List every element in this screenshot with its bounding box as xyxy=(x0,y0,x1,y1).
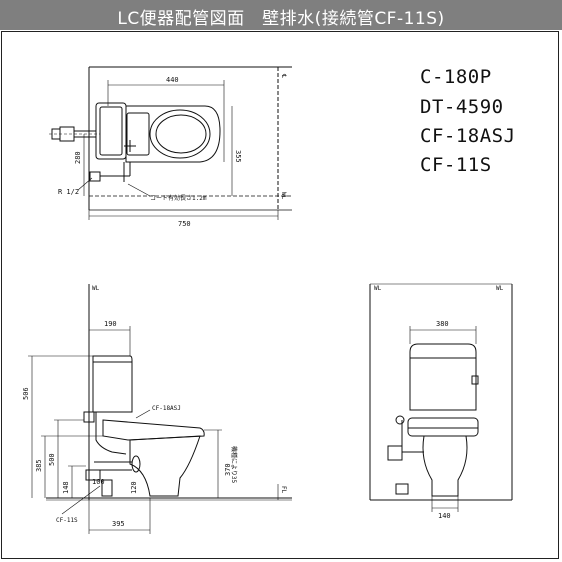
side-label-wall: WL xyxy=(92,285,100,292)
plan-label-cord: コード有効長さ1.2m xyxy=(150,194,207,202)
page-title: LC便器配管図面 壁排水(接続管CF-11S) xyxy=(117,9,445,29)
model-toilet: C-180P xyxy=(420,66,492,88)
plan-view xyxy=(49,66,292,220)
front-dim-width: 380 xyxy=(436,320,449,328)
front-dim-base: 140 xyxy=(438,512,451,520)
plan-dim-total: 750 xyxy=(178,220,191,228)
side-label-pipe: CF-11S xyxy=(56,517,78,524)
side-dim-tank-height: 506 xyxy=(22,387,30,400)
side-dim-rim: 370 xyxy=(224,463,232,476)
side-dim-tank-offset: 190 xyxy=(104,320,117,328)
plan-dim-width: 440 xyxy=(166,76,179,84)
plan-dim-depth: 355 xyxy=(234,150,242,163)
side-label-seat: CF-18ASJ xyxy=(152,405,181,412)
side-label-note: 機種により35 xyxy=(230,446,238,483)
front-label-wall-right: WL xyxy=(496,285,504,292)
model-seat: CF-18ASJ xyxy=(420,125,516,147)
drawing-frame xyxy=(1,31,559,559)
side-dim-pipe: 120 xyxy=(130,481,138,494)
plan-label-wall: WL xyxy=(280,192,287,200)
side-view xyxy=(28,284,292,534)
model-pipe: CF-11S xyxy=(420,154,492,176)
side-dim-outlet: 385 xyxy=(35,459,43,472)
side-dim-seat-offset: 100 xyxy=(92,478,105,486)
front-label-wall-left: WL xyxy=(374,285,382,292)
plan-label-center: ℄ xyxy=(280,73,287,78)
plan-dim-pipe-height: 280 xyxy=(74,151,82,164)
side-dim-bottom: 395 xyxy=(112,520,125,528)
side-dim-floor-box: 148 xyxy=(62,481,70,494)
title-bar: LC便器配管図面 壁排水(接続管CF-11S) xyxy=(0,0,562,30)
side-label-floor: FL xyxy=(280,486,287,494)
side-dim-outlet-mid: 500 xyxy=(48,453,56,466)
plan-label-pipe: R 1/2 xyxy=(58,188,79,196)
model-tank: DT-4590 xyxy=(420,96,504,118)
front-view xyxy=(369,283,513,512)
